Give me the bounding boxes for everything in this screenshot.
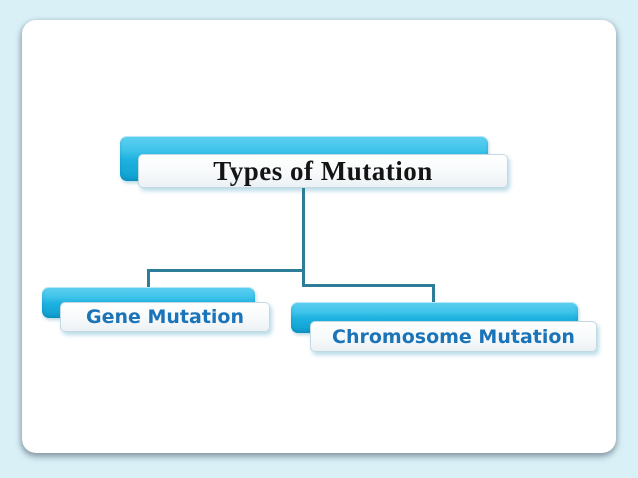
connector-root-stem [302,188,305,286]
connector-left-horizontal [147,269,305,272]
root-node-box: Types of Mutation [138,154,508,188]
chromosome-node-box: Chromosome Mutation [310,321,597,352]
connector-right-horizontal [302,284,435,287]
root-node-label: Types of Mutation [213,155,433,186]
slide-card: Types of Mutation Gene Mutation Chromoso… [22,20,616,453]
connector-left-drop [147,269,150,289]
connector-right-drop [432,284,435,304]
chromosome-node-label: Chromosome Mutation [332,325,575,348]
gene-node-label: Gene Mutation [85,306,245,328]
gene-node-box: Gene Mutation [60,302,270,332]
